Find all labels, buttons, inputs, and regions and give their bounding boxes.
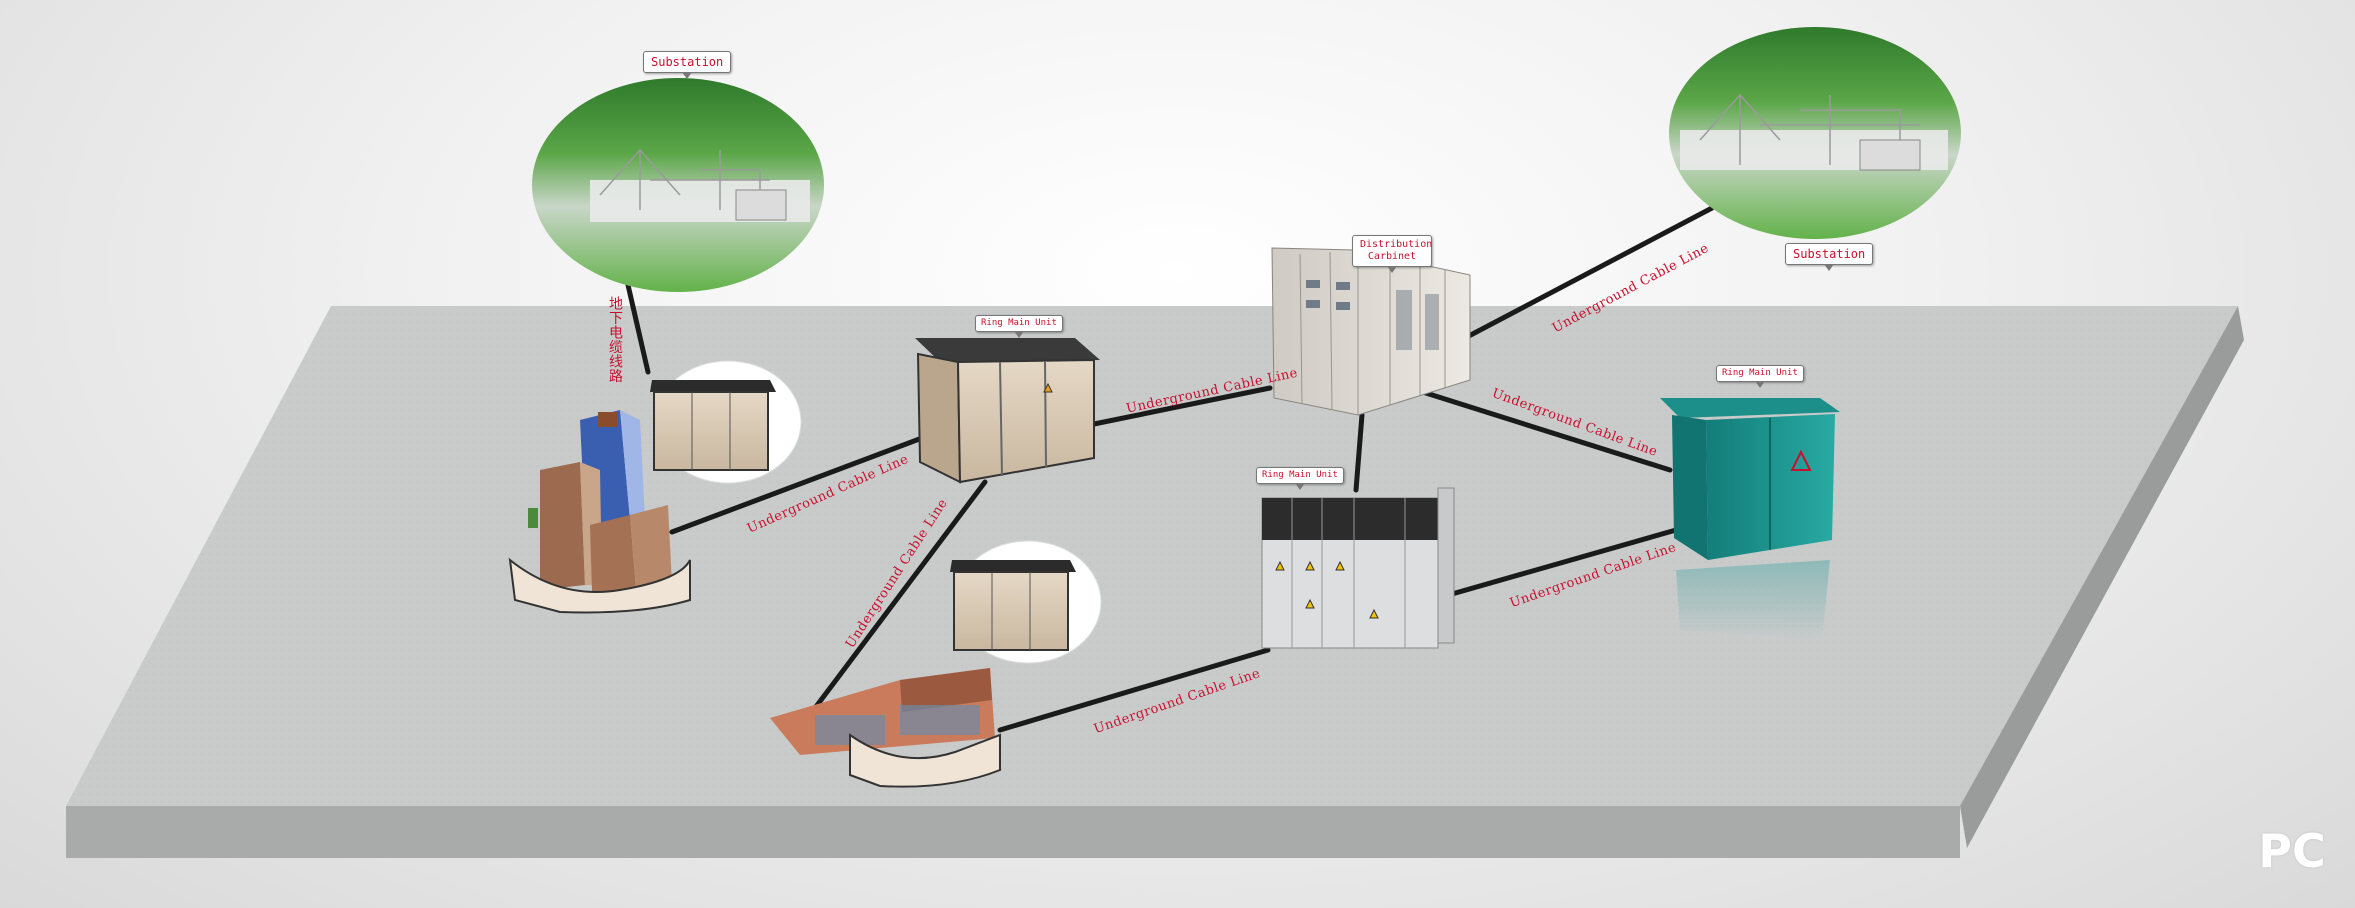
switchgear-rmu-label: Ring Main Unit <box>1256 467 1344 490</box>
rmu-bubble-lower <box>950 540 1102 664</box>
substation-left-label: Substation <box>643 51 732 80</box>
cable-label-substation-left: 地下电缆线路 <box>607 296 623 383</box>
distribution-cabinet-icon <box>1271 247 1471 416</box>
ring-main-unit-box-label: Ring Main Unit <box>975 315 1063 338</box>
green-rmu-icon <box>1660 398 1840 640</box>
platform-texture <box>66 306 2238 806</box>
ring-main-unit-box-icon <box>915 338 1100 484</box>
cable-cabinet-green-rmu <box>1407 385 1673 473</box>
watermark-logo: PC <box>2258 824 2326 878</box>
substation-right-label: Substation <box>1785 243 1874 272</box>
commercial-building-icon <box>770 668 1001 788</box>
platform-side <box>1960 306 2244 848</box>
platform-front <box>66 806 1960 858</box>
distribution-cabinet-label: Distribution Carbinet <box>1352 235 1432 273</box>
cable-buildings-rmu <box>669 435 925 535</box>
cable-substation-left <box>625 282 651 375</box>
cable-commercial-switchgear <box>997 647 1271 733</box>
substation-right-image <box>1669 27 1961 239</box>
cable-switchgear-green-rmu <box>1435 527 1679 601</box>
cable-rmu-commercial <box>812 479 988 711</box>
green-rmu-label: Ring Main Unit <box>1716 365 1804 388</box>
platform <box>66 306 2244 858</box>
switchgear-rmu-icon <box>1261 487 1455 649</box>
rmu-bubble-left <box>650 360 802 484</box>
cable-rmu-cabinet <box>1091 385 1273 427</box>
office-buildings-icon <box>508 410 691 614</box>
cable-cabinet-substation-right <box>1462 205 1715 341</box>
cable-cabinet-switchgear <box>1353 412 1365 493</box>
cables <box>625 205 1715 733</box>
substation-left-image <box>532 78 824 292</box>
watermark-site: PHPCMS.CN <box>2260 874 2330 885</box>
